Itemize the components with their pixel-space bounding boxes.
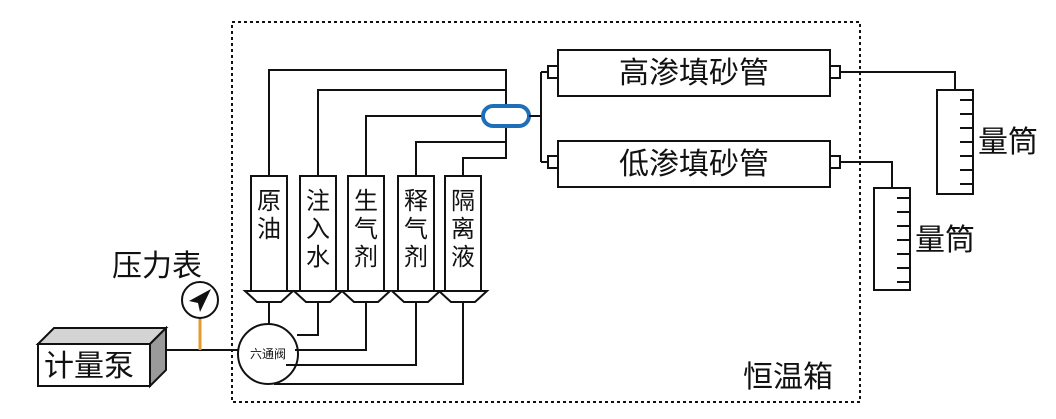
pressure-gauge [181, 281, 219, 350]
chamber-label: 恒温箱 [743, 360, 833, 395]
cylinder-2-label: 量筒 [915, 223, 975, 258]
container-isolation-fluid: 隔 离 液 [436, 175, 490, 303]
junction-connector [481, 104, 531, 128]
container-label-char: 气 [404, 215, 428, 243]
gauge-label: 压力表 [112, 249, 202, 284]
container-label-char: 生 [354, 187, 378, 215]
container-label-char: 隔 [451, 187, 475, 215]
container-label-char: 原 [257, 187, 281, 215]
valve-bottom-connections [274, 302, 464, 385]
outlet-lines [840, 71, 956, 188]
container-label-char: 剂 [404, 243, 428, 271]
container-label-char: 释 [404, 187, 428, 215]
container-gas-releasing-agent: 释 气 剂 [389, 175, 443, 303]
tube-low-label: 低渗填砂管 [619, 147, 769, 182]
container-injection-water: 注 入 水 [291, 175, 345, 303]
measuring-cylinder-2 [873, 187, 911, 291]
container-gas-generating-agent: 生 气 剂 [339, 175, 393, 303]
tube-high-label: 高渗填砂管 [619, 56, 769, 91]
split-lines [529, 71, 548, 163]
pump-label: 计量泵 [44, 349, 134, 384]
low-permeability-tube: 低渗填砂管 [547, 140, 841, 188]
valve-label: 六通阀 [250, 347, 286, 361]
container-label-char: 液 [451, 243, 475, 271]
cylinder-1-label: 量筒 [978, 125, 1038, 160]
container-outlet-lines [268, 69, 507, 176]
container-label-char: 离 [451, 215, 475, 243]
container-label-char: 气 [354, 215, 378, 243]
container-crude-oil: 原 油 [242, 175, 296, 324]
thermostat-chamber-border [231, 21, 861, 403]
measuring-cylinder-1 [936, 89, 974, 195]
container-label-char: 剂 [354, 243, 378, 271]
container-label-char: 油 [257, 215, 281, 243]
high-permeability-tube: 高渗填砂管 [547, 49, 841, 97]
gauge-needle-icon [189, 289, 211, 312]
container-label-char: 注 [306, 187, 330, 215]
container-label-char: 水 [306, 243, 330, 271]
container-label-char: 入 [306, 215, 330, 243]
metering-pump: 计量泵 [35, 325, 169, 389]
